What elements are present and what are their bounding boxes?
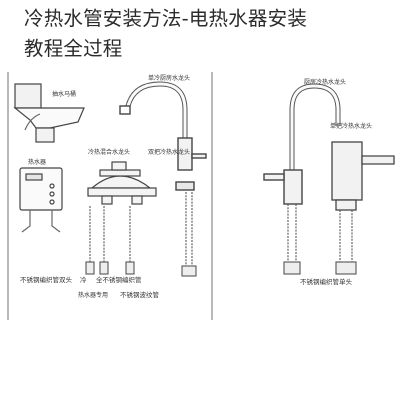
- kitchen-faucet-label: 单冷厨房水龙头: [148, 74, 190, 82]
- right-hoses: [283, 204, 357, 275]
- heater-illustration: [19, 167, 63, 233]
- caption-bl-4: 热水器专用: [78, 291, 108, 299]
- caption-bl-2: 冷: [80, 275, 87, 284]
- kitchen-faucet-illustration: [119, 81, 207, 191]
- caption-bl-1: 不锈钢编织管双头: [20, 275, 73, 284]
- basin-faucet-illustration: [87, 161, 157, 205]
- right-kitchen-faucet: [263, 83, 341, 205]
- installation-diagram: 抽水马桶 热水器 单冷厨房水龙头: [7, 72, 395, 320]
- caption-right: 不锈钢编织管单头: [300, 277, 353, 286]
- caption-bl-5: 不锈钢波纹管: [120, 290, 160, 299]
- left-hoses: [85, 192, 197, 277]
- basin-faucet-label: 双把冷热水龙头: [148, 148, 190, 156]
- toilet-label: 抽水马桶: [52, 90, 76, 98]
- toilet-illustration: [13, 83, 85, 143]
- right-top-right-label: 单把冷热水龙头: [330, 122, 372, 130]
- heater-label: 热水器: [28, 158, 46, 166]
- title-line-1: 冷热水管安装方法-电热水器安装: [24, 7, 308, 30]
- right-single-faucet: [331, 141, 395, 211]
- mixer-faucet-label: 冷热混合水龙头: [88, 148, 130, 156]
- right-top-left-label: 厨房冷热水龙头: [304, 78, 346, 86]
- article-title: 冷热水管安装方法-电热水器安装 教程全过程: [24, 4, 400, 64]
- title-line-2: 教程全过程: [24, 37, 123, 60]
- caption-bl-3: 全不锈钢编织管: [96, 275, 142, 284]
